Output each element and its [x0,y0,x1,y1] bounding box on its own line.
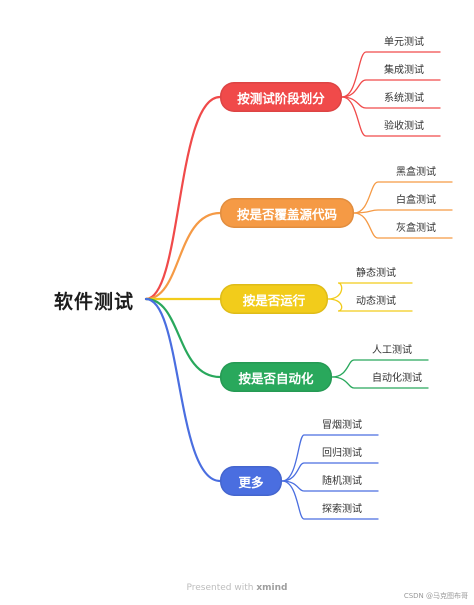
leaf-topic[interactable]: 白盒测试 [396,195,436,206]
leaf-connector [331,376,429,389]
leaf-connector [353,212,453,239]
leaf-topic[interactable]: 冒烟测试 [322,420,362,431]
branch-connector [144,211,222,301]
branch-topic-source-coverage[interactable]: 按是否覆盖源代码 [220,198,354,228]
leaf-topic[interactable]: 集成测试 [384,65,424,76]
branch-connector [144,297,222,483]
leaf-connector [353,209,453,214]
leaf-topic[interactable]: 回归测试 [322,448,362,459]
leaf-topic[interactable]: 单元测试 [384,37,424,48]
leaf-connector [341,51,441,98]
branch-connector [144,297,222,379]
leaf-connector [331,359,429,378]
leaf-topic[interactable]: 人工测试 [372,345,412,356]
csdn-watermark: CSDN @马克图布哥 [403,592,468,600]
branch-topic-test-stage[interactable]: 按测试阶段划分 [220,82,342,112]
leaf-connector [327,282,413,300]
branch-connector [144,95,222,301]
leaf-topic[interactable]: 动态测试 [356,296,396,307]
leaf-connector [281,434,379,482]
leaf-topic[interactable]: 静态测试 [356,268,396,279]
branch-topic-execution[interactable]: 按是否运行 [220,284,328,314]
leaf-topic[interactable]: 自动化测试 [372,373,422,384]
presented-with-footer: Presented with xmind [0,583,474,593]
leaf-connector [341,96,441,109]
leaf-connector [353,181,453,214]
footer-prefix: Presented with [186,583,254,593]
leaf-connector [281,480,379,520]
leaf-connector [281,480,379,492]
leaf-connector [327,298,413,312]
leaf-topic[interactable]: 系统测试 [384,93,424,104]
leaf-topic[interactable]: 灰盒测试 [396,223,436,234]
leaf-topic[interactable]: 随机测试 [322,476,362,487]
branch-topic-automation[interactable]: 按是否自动化 [220,362,332,392]
leaf-connector [341,96,441,137]
leaf-topic[interactable]: 验收测试 [384,121,424,132]
branch-topic-more[interactable]: 更多 [220,466,282,496]
leaf-topic[interactable]: 黑盒测试 [396,167,436,178]
leaf-connector [341,79,441,98]
leaf-topic[interactable]: 探索测试 [322,504,362,515]
leaf-connector [281,462,379,482]
xmind-brand: xmind [256,583,288,593]
root-topic[interactable]: 软件测试 [53,290,134,313]
